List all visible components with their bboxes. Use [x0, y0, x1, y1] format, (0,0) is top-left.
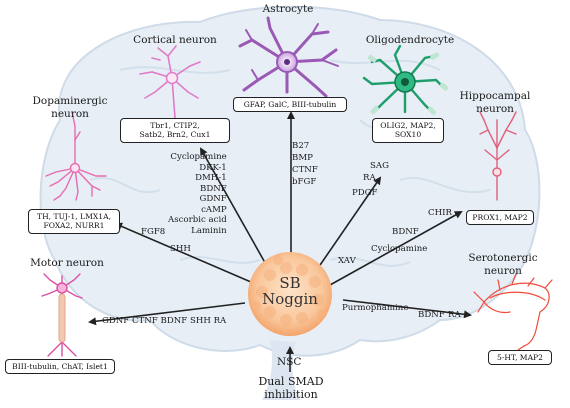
cortical-title: Cortical neuron: [133, 34, 217, 46]
cortical-factors: Cyclopamine DKK-1 DMH-1 BDNF GDNF cAMP A…: [168, 152, 227, 236]
serotonergic-title: Serotonergic neuron: [458, 252, 548, 278]
cortical-factor: cAMP: [201, 204, 227, 215]
cortical-soma: [165, 71, 179, 85]
astrocyte-factors: B27 BMP CTNF bFGF: [292, 140, 318, 188]
cortical-markers-line1: Tbr1, CTIP2,: [150, 121, 200, 130]
astrocyte-factor: bFGF: [292, 177, 317, 187]
serotonergic-factor-purmophamine: Purmophamine: [342, 303, 409, 313]
arrow-to-hippocampal: [329, 211, 463, 286]
astrocyte-factor: BMP: [292, 153, 313, 163]
motor-factors: GDNF CTNF BDNF SHH RA: [102, 317, 226, 326]
motor-factor: SHH: [189, 316, 211, 326]
dual-smad-line2: inhibition: [264, 388, 318, 401]
astrocyte-nucleus: [284, 59, 290, 65]
cortical-factor: Ascorbic acid: [168, 215, 227, 225]
center-label: SB Noggin: [250, 274, 330, 308]
arrow-to-motor: [88, 302, 246, 326]
oligodendrocyte-markers-line2: SOX10: [394, 130, 422, 140]
oligodendrocyte-title: Oligodendrocyte: [365, 34, 455, 46]
motor-factor: CTNF: [131, 316, 158, 326]
hippocampal-factor-xav: XAV: [338, 256, 356, 266]
astrocyte-markers: GFAP, GalC, BIII-tubulin: [233, 97, 347, 113]
serotonergic-factor-bdnf: BDNF: [418, 310, 445, 320]
dopaminergic-soma: [69, 162, 81, 174]
oligodendrocyte-factor-ra: RA: [363, 173, 376, 183]
motor-axon: [58, 293, 66, 343]
dopaminergic-title: Dopaminergic neuron: [30, 95, 110, 121]
hippocampal-factor-chir: CHIR: [428, 208, 452, 218]
arrow-to-dopaminergic: [114, 222, 259, 286]
hippocampal-factor-cyclopamine: Cyclopamine: [371, 244, 428, 254]
arrow-to-oligodendrocyte: [317, 176, 382, 269]
oligodendrocyte-markers-line1: OLIG2, MAP2,: [380, 121, 436, 130]
motor-factor: RA: [213, 316, 227, 326]
motor-factor: GDNF: [102, 316, 130, 326]
oligodendrocyte-sheaths: [367, 52, 449, 115]
cortical-factor: DMH-1: [195, 173, 227, 183]
dopaminergic-markers-line2: FOXA2, NURR1: [43, 221, 105, 231]
dopaminergic-markers-line1: TH, TUJ-1, LMX1A,: [37, 212, 111, 221]
motor-factor: BDNF: [160, 316, 188, 326]
dopaminergic-factor-shh: SHH: [170, 244, 191, 254]
motor-markers: BIII-tubulin, ChAT, Islet1: [5, 359, 115, 375]
hippocampal-markers: PROX1, MAP2: [466, 210, 534, 226]
serotonergic-neuron-illustration: [473, 273, 553, 351]
arrow-to-cortical: [200, 147, 269, 269]
cortical-factor: BDNF: [200, 183, 227, 194]
nsc-label: NSC: [277, 356, 302, 368]
arrow-to-serotonergic: [342, 299, 472, 319]
dopaminergic-title-line1: Dopaminergic: [32, 95, 108, 107]
astrocyte-factor: B27: [292, 141, 310, 151]
cortical-factor: Laminin: [191, 225, 227, 236]
astrocyte-illustration: [238, 16, 339, 98]
serotonergic-markers: 5-HT, MAP2: [488, 350, 552, 366]
serotonergic-title-line2: neuron: [484, 265, 522, 277]
oligodendrocyte-nucleus: [401, 78, 409, 86]
arrows: [88, 111, 472, 372]
astrocyte-title: Astrocyte: [262, 3, 314, 15]
hippocampal-title-line1: Hippocampal: [459, 90, 531, 102]
hippocampal-title-line2: neuron: [476, 103, 514, 115]
dual-smad-label: Dual SMAD inhibition: [246, 376, 336, 400]
motor-title: Motor neuron: [30, 257, 104, 269]
serotonergic-title-line1: Serotonergic: [468, 252, 538, 264]
cortical-neuron-illustration: [139, 45, 201, 119]
center-label-line2: Noggin: [262, 289, 318, 308]
cortical-factor: GDNF: [199, 194, 227, 204]
oligodendrocyte-markers: OLIG2, MAP2, SOX10: [372, 118, 444, 143]
dual-smad-line1: Dual SMAD: [258, 375, 324, 388]
hippocampal-soma: [492, 167, 502, 177]
center-sphere: [248, 252, 332, 336]
dopaminergic-markers: TH, TUJ-1, LMX1A, FOXA2, NURR1: [28, 209, 120, 234]
cortical-factor: Cyclopamine: [170, 152, 227, 162]
oligodendrocyte-factor-pdgf: PDGF: [352, 188, 378, 198]
cortical-markers-line2: Satb2, Brn2, Cux1: [139, 130, 211, 140]
hippocampal-title: Hippocampal neuron: [455, 90, 535, 116]
dopaminergic-neuron-illustration: [45, 111, 107, 201]
dopaminergic-title-line2: neuron: [51, 108, 89, 120]
astrocyte-factor: CTNF: [292, 165, 318, 175]
cortical-markers: Tbr1, CTIP2, Satb2, Brn2, Cux1: [120, 118, 230, 143]
oligodendrocyte-factor-sag: SAG: [370, 161, 389, 171]
motor-soma: [56, 282, 68, 294]
cortical-factor: DKK-1: [199, 162, 227, 173]
dopaminergic-factor-fgf8: FGF8: [141, 227, 166, 237]
hippocampal-factor-bdnf: BDNF: [392, 227, 419, 237]
center-label-line1: SB: [279, 274, 301, 292]
serotonergic-factor-ra: RA: [448, 310, 461, 320]
